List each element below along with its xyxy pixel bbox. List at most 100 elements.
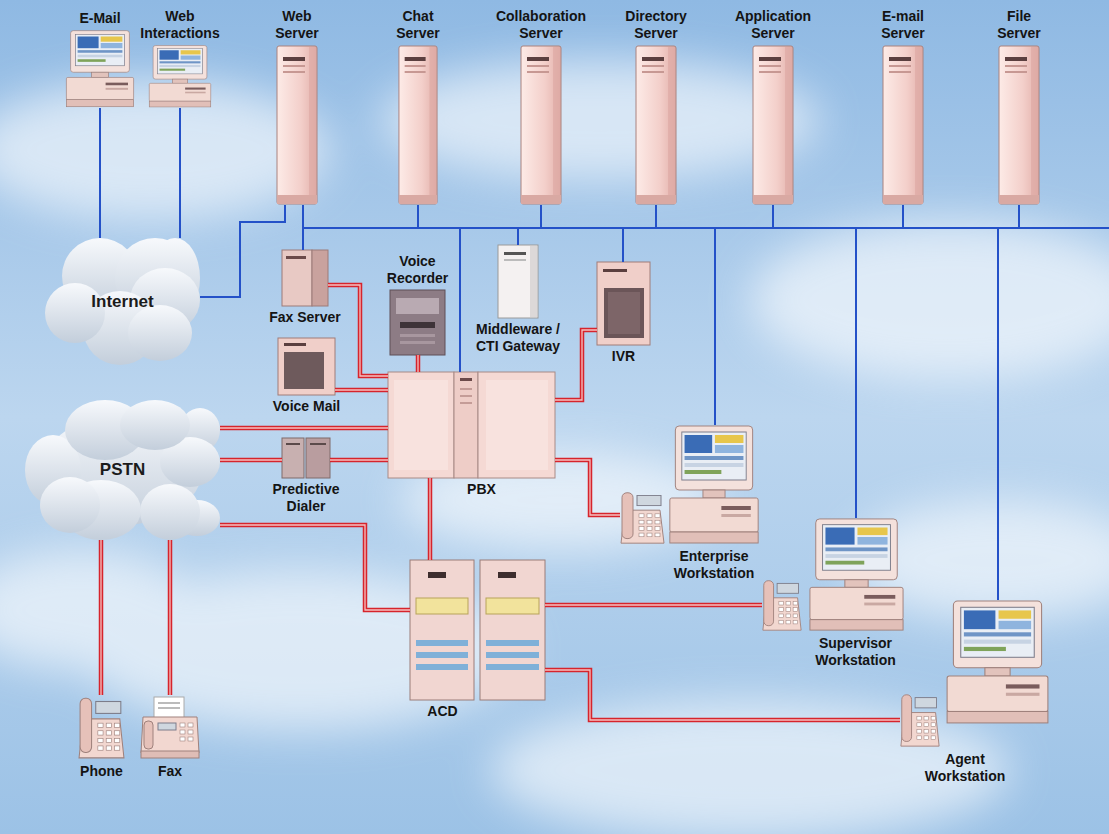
- cloud-puffs: [25, 400, 220, 540]
- connector: [303, 205, 773, 228]
- slot: [460, 378, 472, 381]
- opening-inner: [608, 292, 640, 334]
- cabinet: [480, 560, 545, 700]
- node-label: Application Server: [726, 8, 821, 42]
- pc-icon: [149, 46, 210, 107]
- connector: [303, 205, 715, 425]
- workstation: Enterprise Workstation: [620, 425, 760, 545]
- pbx-icon: [388, 372, 555, 478]
- node-label: Collaboration Server: [486, 8, 596, 42]
- network-cloud: Internet: [45, 238, 200, 365]
- data-link: [303, 205, 715, 425]
- data-link: [303, 205, 903, 228]
- slot: [286, 443, 300, 445]
- node-text: E-Mail: [79, 10, 120, 27]
- node-text: Collaboration Server: [486, 8, 596, 42]
- node-label: Supervisor Workstation: [806, 635, 906, 669]
- door: [486, 380, 548, 470]
- cloud-puff: [128, 305, 192, 361]
- node-label: Phone: [80, 763, 123, 780]
- trunk-core: [545, 604, 762, 605]
- bar: [486, 664, 539, 670]
- workstation: Agent Workstation: [900, 600, 1050, 748]
- server: E-mail Server: [882, 45, 924, 205]
- connector: [220, 525, 410, 610]
- ivr-unit: IVR: [597, 262, 650, 345]
- phone-icon: [763, 581, 801, 631]
- node-text: Middleware / CTI Gateway: [468, 321, 568, 355]
- data-link: [303, 205, 998, 600]
- node-label: Enterprise Workstation: [664, 548, 764, 582]
- node-label: Middleware / CTI Gateway: [468, 321, 568, 355]
- server: Chat Server: [398, 45, 438, 205]
- node-text: ACD: [427, 703, 457, 720]
- node-text: Directory Server: [616, 8, 696, 42]
- pbx-switch: PBX: [388, 372, 555, 478]
- telephone: Phone: [78, 695, 125, 760]
- server-tower: [999, 46, 1039, 204]
- door: [394, 380, 448, 470]
- trunk-core: [220, 427, 388, 428]
- connector: [418, 355, 419, 372]
- voice-trunk: [545, 670, 900, 720]
- server-tower: [636, 46, 676, 204]
- fax-machine: Fax: [140, 695, 200, 760]
- data-link: [303, 205, 656, 228]
- cabinet: [282, 250, 312, 306]
- phone-icon: [79, 698, 124, 758]
- cabinet: [390, 290, 445, 355]
- connector: [328, 285, 388, 376]
- trunk-core: [169, 540, 170, 695]
- voice-recorder: Voice Recorder: [390, 290, 445, 355]
- node-text: File Server: [989, 8, 1049, 42]
- voice-trunk: [220, 458, 282, 463]
- voice-trunk: [99, 540, 104, 695]
- pc-icon: [810, 519, 903, 630]
- server-tower: [277, 46, 317, 204]
- voice-trunk: [428, 478, 433, 560]
- cabinet: [454, 372, 478, 478]
- node-text: Chat Server: [388, 8, 448, 42]
- connector: [303, 205, 418, 228]
- node-text: Web Server: [267, 8, 327, 42]
- screen: [284, 352, 324, 389]
- connector: [303, 205, 998, 600]
- connector: [100, 108, 101, 238]
- node-label: PSTN: [100, 460, 145, 480]
- data-link: [303, 205, 1019, 228]
- server: Web Server: [276, 45, 318, 205]
- trunk-core: [100, 540, 101, 695]
- cabinet: [410, 560, 474, 700]
- workstation: Supervisor Workstation: [762, 518, 905, 632]
- predictive-dialer-icon: [282, 438, 330, 478]
- fax-machine-icon: [141, 697, 199, 758]
- cabinet: [388, 372, 454, 478]
- client-pc: E-Mail: [65, 30, 135, 108]
- connector: [303, 205, 623, 262]
- node-label: Predictive Dialer: [266, 481, 346, 515]
- node-text: Phone: [80, 763, 123, 780]
- voice-mail-icon: [278, 338, 335, 395]
- node-label: E-mail Server: [873, 8, 933, 42]
- node-text: Voice Recorder: [380, 253, 455, 287]
- connector: [200, 205, 285, 297]
- node-text: Agent Workstation: [915, 751, 1015, 785]
- node-text: Supervisor Workstation: [806, 635, 906, 669]
- trunk-core: [330, 459, 388, 460]
- voice-trunk: [330, 458, 388, 463]
- data-link: [303, 205, 418, 228]
- server: Application Server: [752, 45, 794, 205]
- data-link: [303, 205, 518, 245]
- node-text: PBX: [467, 481, 496, 498]
- fax-server: Fax Server: [282, 250, 328, 306]
- server-tower: [399, 46, 437, 204]
- pc-icon: [670, 426, 758, 543]
- connector: [220, 428, 388, 429]
- node-label: Voice Recorder: [380, 253, 455, 287]
- voice-trunk: [168, 540, 173, 695]
- node-text: Predictive Dialer: [266, 481, 346, 515]
- connector: [303, 205, 656, 228]
- bar: [416, 652, 468, 658]
